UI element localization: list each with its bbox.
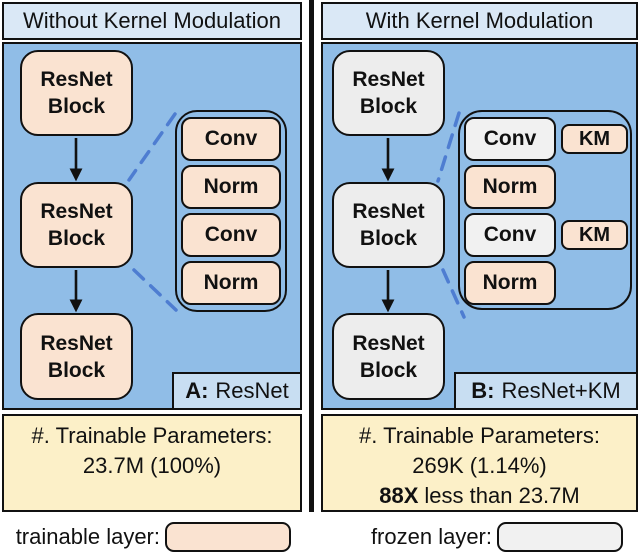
resnet-block-trainable: ResNet Block [20,313,133,400]
norm-layer-trainable: Norm [181,165,281,209]
left-params-box: #. Trainable Parameters: 23.7M (100%) [2,414,302,512]
params-title: #. Trainable Parameters: [31,423,273,448]
resnet-block-label-line1: ResNet [40,200,113,223]
resnet-block-label-line1: ResNet [40,68,113,91]
resnet-block-label-line2: Block [359,227,418,250]
conv-layer-trainable: Conv [181,117,281,161]
params-comparison-factor: 88X [379,483,419,508]
resnet-block-label-line1: ResNet [352,200,425,223]
conv-layer-frozen: Conv [464,117,556,161]
resnet-block-label-line1: ResNet [352,68,425,91]
caption-text: ResNet [215,378,289,403]
resnet-block-label-line2: Block [47,227,106,250]
right-params-box: #. Trainable Parameters: 269K (1.14%) 88… [321,414,638,512]
params-value: 269K (1.14%) [412,453,547,478]
caption-b-resnet-km: B: ResNet+KM [454,372,638,410]
norm-layer-trainable: Norm [464,165,556,209]
resnet-block-label-line2: Block [359,95,418,118]
km-module-trainable: KM [561,220,628,250]
left-block-detail-group [175,110,287,312]
right-panel-header: With Kernel Modulation [321,2,638,40]
resnet-block-label-line1: ResNet [40,331,113,355]
caption-text: ResNet+KM [501,378,621,403]
km-module-trainable: KM [561,124,628,154]
resnet-block-label-line1: ResNet [352,331,425,355]
left-panel-header: Without Kernel Modulation [2,2,302,40]
params-title: #. Trainable Parameters: [359,423,600,448]
norm-layer-trainable: Norm [181,261,281,305]
params-value: 23.7M (100%) [82,453,222,478]
resnet-block-trainable: ResNet Block [20,182,133,268]
legend-trainable-swatch [165,522,291,552]
legend-frozen-label: frozen layer: [370,524,492,549]
resnet-block-frozen: ResNet Block [332,50,445,136]
resnet-block-frozen: ResNet Block [332,313,445,400]
caption-a-resnet: A: ResNet [172,372,302,410]
resnet-block-label-line2: Block [47,95,106,118]
panel-divider [309,0,314,512]
caption-prefix: B: [471,378,495,403]
norm-layer-trainable: Norm [464,261,556,305]
params-comparison-rest: less than 23.7M [424,483,580,508]
legend-trainable-label: trainable layer: [15,524,160,549]
resnet-block-frozen: ResNet Block [332,182,445,268]
caption-prefix: A: [185,378,209,403]
legend-frozen-swatch [497,522,623,552]
resnet-block-trainable: ResNet Block [20,50,133,136]
resnet-block-label-line2: Block [47,358,106,382]
conv-layer-trainable: Conv [181,213,281,257]
conv-layer-frozen: Conv [464,213,556,257]
resnet-block-label-line2: Block [359,358,418,382]
right-block-detail-group [458,110,632,310]
